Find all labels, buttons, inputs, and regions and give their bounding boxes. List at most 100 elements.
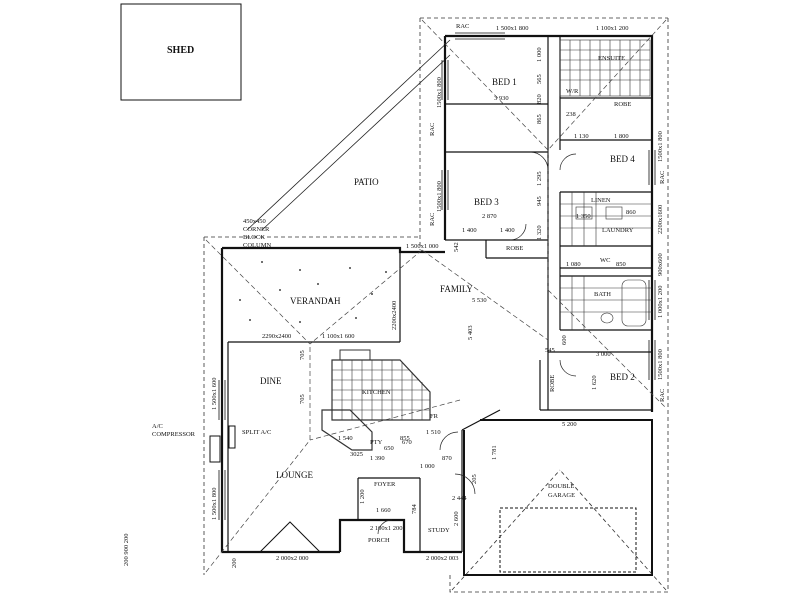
- patio-roof-lines: [203, 17, 669, 575]
- room-label-lounge: LOUNGE: [276, 470, 313, 480]
- dim-850: 850: [616, 261, 626, 268]
- dim-855: 855: [400, 435, 410, 442]
- dim-1800: 1 800: [614, 133, 629, 140]
- dim-870: 870: [442, 455, 452, 462]
- room-label-family: FAMILY: [440, 284, 473, 294]
- dim-1510: 1 510: [426, 429, 441, 436]
- rac-note-2: RAC: [429, 123, 436, 136]
- dim-lounge-window-bottom: 2 000x2 000: [276, 555, 309, 562]
- garage-outline: [463, 419, 653, 576]
- dim-650: 650: [384, 445, 394, 452]
- dim-1620: 1 620: [591, 375, 598, 390]
- dim-bed3-window: 1500x1 800: [436, 181, 443, 212]
- dim-1000b: 1 000: [420, 463, 435, 470]
- room-label-dine: DINE: [260, 376, 282, 386]
- svg-text:CORNER: CORNER: [243, 226, 270, 233]
- dim-1390: 1 390: [370, 455, 385, 462]
- room-label-bed3: BED 3: [474, 197, 499, 207]
- dim-ensuite-window: 1 100x1 200: [596, 25, 629, 32]
- dim-2600: 2 600: [453, 511, 460, 526]
- dim-bed1-window: 1 500x1 800: [496, 25, 529, 32]
- room-label-robe-top: ROBE: [614, 101, 631, 108]
- dim-family-window: 1 500x1 000: [406, 243, 439, 250]
- ac-compressor-unit: [209, 435, 221, 463]
- dim-784: 784: [411, 504, 418, 515]
- shed-outline: [120, 3, 242, 101]
- column-note: 450x450 CORNER BLOCK COLUMN: [243, 218, 271, 249]
- dim-205: 205: [471, 474, 478, 484]
- shed-label: SHED: [167, 45, 194, 56]
- dim-verandah-door: 2290x2400: [262, 333, 291, 340]
- dim-945: 945: [536, 196, 543, 206]
- dim-family-depth: 5 403: [467, 325, 474, 340]
- dim-laundry-window: 2200x1600: [657, 205, 664, 234]
- dim-705b: 705: [299, 394, 306, 404]
- door-swings: [377, 151, 577, 535]
- dim-1320: 1 320: [536, 225, 543, 240]
- dim-family-width: 5 530: [472, 297, 487, 304]
- dim-2444: 2 444: [452, 495, 467, 502]
- kitchen-tiles: [321, 349, 431, 451]
- room-label-double: DOUBLE: [548, 483, 574, 490]
- rac-note-3: RAC: [429, 213, 436, 226]
- dim-bed3-width: 2 870: [482, 213, 497, 220]
- dim-bed1-window-left: 1500x1 800: [436, 77, 443, 108]
- ac-label-line2: COMPRESSOR: [152, 431, 196, 438]
- dim-545: 545: [545, 347, 555, 354]
- dim-3000: 3 000: [596, 351, 611, 358]
- dim-1295: 1 295: [536, 171, 543, 186]
- dim-bed2-window: 1500x1 800: [657, 349, 664, 380]
- dim-porch-window: 2 100x1 200: [370, 525, 403, 532]
- room-label-wc: WC: [600, 257, 610, 264]
- dimension-labels: 1 500x1 800 1 100x1 200 3 930 1500x1 800…: [211, 25, 664, 568]
- room-label-verandah: VERANDAH: [290, 296, 341, 306]
- room-label-ensuite: ENSUITE: [598, 55, 625, 62]
- lounge-bay-window: [259, 521, 321, 553]
- room-label-bath: BATH: [594, 291, 611, 298]
- room-label-laundry: LAUNDRY: [602, 227, 634, 234]
- room-label-robe-bed3: ROBE: [506, 245, 523, 252]
- dim-study-window: 2 000x2 003: [426, 555, 459, 562]
- room-label-wir: W/R: [566, 88, 579, 95]
- rac-note-5: RAC: [659, 389, 666, 402]
- dim-1540: 1 540: [338, 435, 353, 442]
- dim-bath-window: 1 000x1 200: [657, 286, 664, 319]
- laundry-tiles: [560, 192, 652, 246]
- bath-tiles: [560, 276, 652, 330]
- garage-roof-lines: [449, 410, 669, 593]
- room-label-fr: FR: [430, 413, 439, 420]
- bottom-left-note: 200 900 200: [123, 534, 130, 567]
- dim-5200: 5 200: [562, 421, 577, 428]
- room-label-robe-bed2: ROBE: [549, 375, 556, 392]
- dim-1400b: 1 400: [500, 227, 515, 234]
- dim-542: 542: [453, 242, 460, 252]
- external-walls: [220, 34, 654, 554]
- ensuite-tiles: [559, 39, 651, 97]
- rac-note-4: RAC: [659, 171, 666, 184]
- split-ac-label: SPLIT A/C: [242, 429, 271, 436]
- dim-bed1-width: 3 930: [494, 95, 509, 102]
- dim-820: 820: [536, 94, 543, 104]
- room-label-bed1: BED 1: [492, 77, 517, 87]
- windows: [218, 32, 656, 520]
- room-label-study: STUDY: [428, 527, 450, 534]
- dim-860: 860: [626, 209, 636, 216]
- dim-lounge-window: 1 500x1 800: [211, 488, 218, 521]
- dim-wc-window: 900x600: [657, 253, 664, 276]
- dim-565: 565: [536, 74, 543, 84]
- dim-dine-window: 1 500x1 600: [211, 378, 218, 411]
- roof-hip-lines: [205, 19, 667, 573]
- room-label-bed2: BED 2: [610, 372, 635, 382]
- dim-verandah-height: 2200x2400: [391, 301, 398, 330]
- room-label-porch: PORCH: [368, 537, 390, 544]
- svg-text:450x450: 450x450: [243, 218, 266, 225]
- dim-1000: 1 000: [536, 47, 543, 62]
- svg-text:COLUMN: COLUMN: [243, 242, 271, 249]
- dim-bed4-window: 1500x1 800: [657, 131, 664, 162]
- room-label-foyer: FOYER: [374, 481, 396, 488]
- dim-1080: 1 080: [566, 261, 581, 268]
- verandah-paving: [239, 261, 387, 323]
- dim-600: 600: [561, 335, 568, 345]
- room-label-linen: LINEN: [591, 197, 611, 204]
